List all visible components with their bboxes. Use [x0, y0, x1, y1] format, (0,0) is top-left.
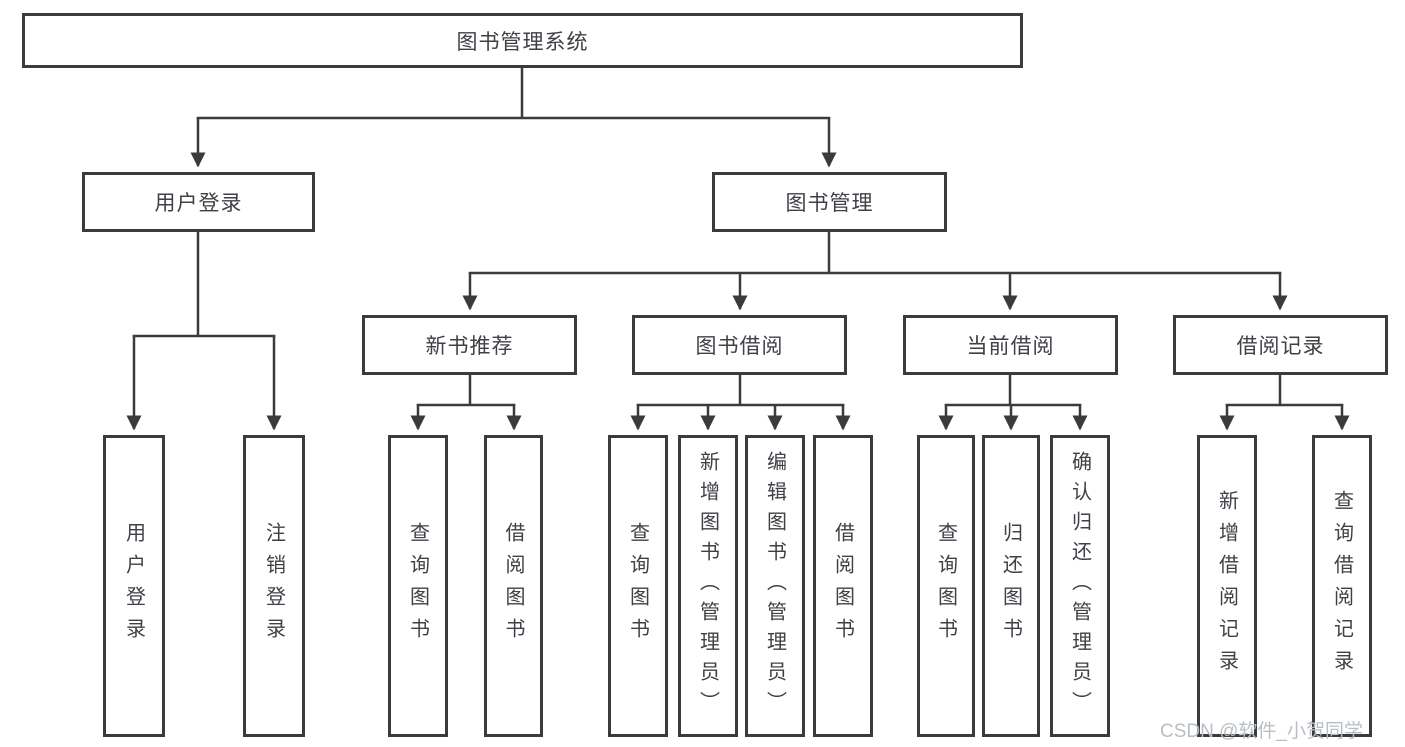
node-label: 新增图书（管理员）: [696, 451, 719, 721]
leaf-return-books: 归还图书: [982, 435, 1040, 737]
leaf-query-books-current: 查询图书: [917, 435, 975, 737]
leaf-query-books-borrowing: 查询图书: [608, 435, 668, 737]
node-label: 编辑图书（管理员）: [763, 451, 786, 721]
leaf-edit-books-admin: 编辑图书（管理员）: [745, 435, 805, 737]
node-label: 用户登录: [154, 192, 243, 215]
leaf-add-borrow-record: 新增借阅记录: [1197, 435, 1257, 737]
node-book-borrowing: 图书借阅: [632, 315, 847, 375]
node-label: 查询图书: [626, 522, 649, 650]
leaf-query-books-recommend: 查询图书: [388, 435, 448, 737]
node-label: 图书借阅: [695, 335, 784, 358]
node-current-borrowing: 当前借阅: [903, 315, 1118, 375]
leaf-borrow-books-recommend: 借阅图书: [484, 435, 543, 737]
node-label: 当前借阅: [966, 335, 1055, 358]
node-label: 归还图书: [999, 522, 1022, 650]
node-book-management: 图书管理: [712, 172, 947, 232]
node-label: 新增借阅记录: [1215, 490, 1238, 682]
node-label: 用户登录: [122, 522, 145, 650]
node-label: 确认归还（管理员）: [1068, 451, 1091, 721]
node-borrowing-records: 借阅记录: [1173, 315, 1388, 375]
node-label: 注销登录: [262, 522, 285, 650]
leaf-add-books-admin: 新增图书（管理员）: [678, 435, 738, 737]
leaf-query-borrow-record: 查询借阅记录: [1312, 435, 1372, 737]
node-label: 借阅图书: [831, 522, 854, 650]
node-label: 借阅记录: [1236, 335, 1325, 358]
node-label: 借阅图书: [502, 522, 524, 650]
leaf-confirm-return-admin: 确认归还（管理员）: [1050, 435, 1110, 737]
leaf-borrow-books-borrowing: 借阅图书: [813, 435, 873, 737]
node-label: 图书管理: [785, 192, 874, 215]
node-user-login: 用户登录: [82, 172, 315, 232]
csdn-watermark: CSDN @软件_小贺同学: [1160, 721, 1363, 742]
leaf-user-login: 用户登录: [103, 435, 165, 737]
leaf-logout: 注销登录: [243, 435, 305, 737]
node-label: 新书推荐: [425, 335, 514, 358]
node-label: 图书管理系统: [456, 30, 589, 54]
node-label: 查询图书: [406, 522, 429, 650]
node-library-management-system: 图书管理系统: [22, 13, 1023, 68]
node-label: 查询图书: [934, 522, 957, 650]
node-label: 查询借阅记录: [1330, 490, 1353, 682]
node-new-book-recommend: 新书推荐: [362, 315, 577, 375]
